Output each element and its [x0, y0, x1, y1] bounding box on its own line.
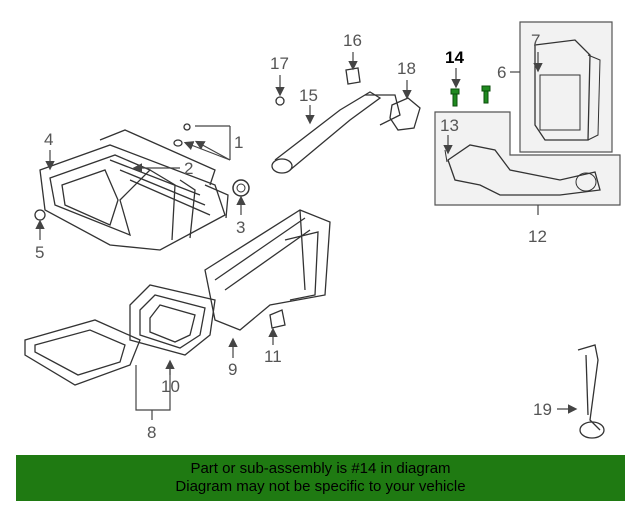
intake-duct	[204, 209, 331, 331]
grommet-part-17	[275, 96, 285, 106]
duct-box-6	[519, 21, 613, 153]
callout-13[interactable]: 13	[440, 116, 459, 135]
banner-line-2: Diagram may not be specific to your vehi…	[175, 478, 466, 495]
callout-4[interactable]: 4	[44, 130, 53, 149]
intake-hose	[271, 91, 401, 174]
callout-8[interactable]: 8	[147, 423, 156, 442]
hose-part-19	[577, 344, 605, 439]
callout-10[interactable]: 10	[161, 377, 180, 396]
resonator	[129, 284, 216, 356]
clip-part-16	[345, 67, 361, 85]
bolt-part-14-highlighted[interactable]	[450, 85, 491, 107]
callout-12[interactable]: 12	[528, 227, 547, 246]
callout-6[interactable]: 6	[497, 63, 506, 82]
parts-diagram: 1 2 3 4 5 6 7 8 9 10 11 12 13 14 15 16 1…	[24, 21, 621, 442]
callout-5[interactable]: 5	[35, 243, 44, 262]
callout-9[interactable]: 9	[228, 360, 237, 379]
callout-2[interactable]: 2	[184, 159, 193, 178]
callout-3[interactable]: 3	[236, 218, 245, 237]
valve-part-18	[389, 97, 421, 131]
callout-1[interactable]: 1	[234, 133, 243, 152]
callout-14[interactable]: 14	[445, 48, 464, 67]
info-banner: Part or sub-assembly is #14 in diagram D…	[16, 455, 625, 501]
callout-7[interactable]: 7	[531, 31, 540, 50]
callout-16[interactable]: 16	[343, 31, 362, 50]
banner-line-1: Part or sub-assembly is #14 in diagram	[190, 460, 451, 477]
inlet-duct	[24, 319, 141, 386]
callout-19[interactable]: 19	[533, 400, 552, 419]
callout-17[interactable]: 17	[270, 54, 289, 73]
seal-ring	[232, 179, 250, 197]
callout-18[interactable]: 18	[397, 59, 416, 78]
bracket	[269, 309, 286, 329]
callout-15[interactable]: 15	[299, 86, 318, 105]
callout-11[interactable]: 11	[264, 347, 282, 366]
